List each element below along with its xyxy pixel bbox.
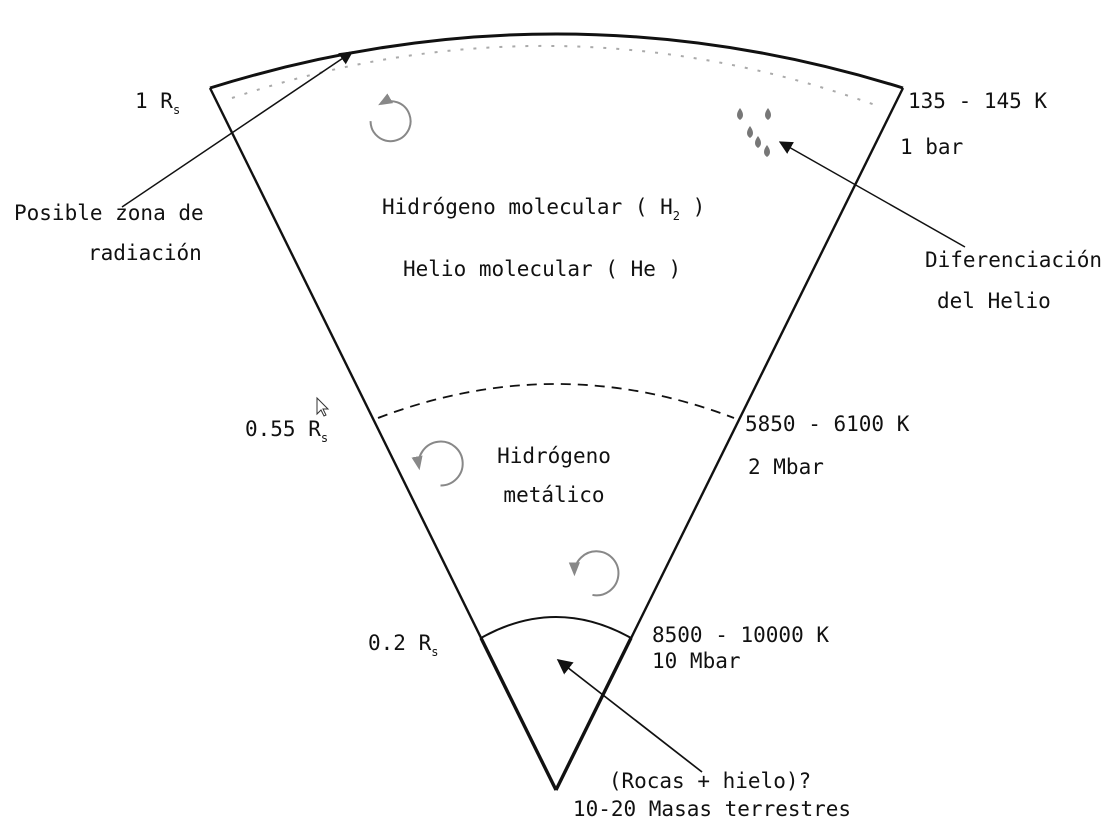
radius-label-mid-value: 0.55 R <box>245 417 321 441</box>
core-pressure: 10 Mbar <box>652 649 741 673</box>
core-pointer-arrow <box>556 659 703 773</box>
core-composition-line2: 10-20 Masas terrestres <box>572 797 852 821</box>
layer-metallic-hydrogen-line1: Hidrógeno <box>497 444 611 468</box>
radius-label-outer: 1 Rs <box>135 88 180 117</box>
core-boundary <box>480 616 632 639</box>
layer-metallic-hydrogen-line2: metálico <box>503 483 605 507</box>
radius-label-outer-sub: s <box>172 103 181 117</box>
layer-molecular-helium: Helio molecular ( He ) <box>403 257 682 281</box>
transition-temperature: 5850 - 6100 K <box>745 412 910 436</box>
core-left-edge <box>479 637 558 791</box>
layer-molecular-hydrogen-text: Hidrógeno molecular ( H <box>382 195 673 219</box>
cursor-icon <box>316 396 330 417</box>
radius-label-mid: 0.55 Rs <box>245 416 328 445</box>
radius-label-inner-value: 0.2 R <box>368 631 432 655</box>
transition-boundary <box>377 383 735 419</box>
helium-droplets-icon <box>737 108 771 157</box>
radiation-zone-label-line1: Posible zona de <box>14 201 204 225</box>
surface-temperature: 135 - 145 K <box>908 89 1048 113</box>
convection-arrow-metallic <box>411 440 464 487</box>
helium-differentiation-label-line2: del Helio <box>937 289 1051 313</box>
radius-label-inner: 0.2 Rs <box>368 630 438 659</box>
core-temperature: 8500 - 10000 K <box>652 623 830 647</box>
radiation-pointer-arrow <box>121 51 354 208</box>
helium-differentiation-label-line1: Diferenciación <box>925 248 1103 272</box>
surface-pressure: 1 bar <box>900 135 964 159</box>
core-composition-line1: (Rocas + hielo)? <box>608 769 812 793</box>
layer-molecular-hydrogen-sub: 2 <box>672 209 681 223</box>
layer-molecular-hydrogen-close: ) <box>680 195 706 219</box>
transition-pressure: 2 Mbar <box>748 455 824 479</box>
convection-arrow-outer <box>369 93 412 143</box>
radius-label-mid-sub: s <box>320 431 329 445</box>
layer-molecular-hydrogen: Hidrógeno molecular ( H2 ) <box>382 194 705 223</box>
surface-arc <box>209 32 904 90</box>
core-right-edge <box>554 637 633 791</box>
radius-label-inner-sub: s <box>431 645 439 659</box>
convection-arrow-deep <box>568 550 620 597</box>
radiation-zone-label-line2: radiación <box>88 241 202 265</box>
radius-label-outer-value: 1 R <box>135 89 173 113</box>
radiation-zone-boundary <box>231 45 879 107</box>
helium-pointer-arrow <box>778 141 966 248</box>
